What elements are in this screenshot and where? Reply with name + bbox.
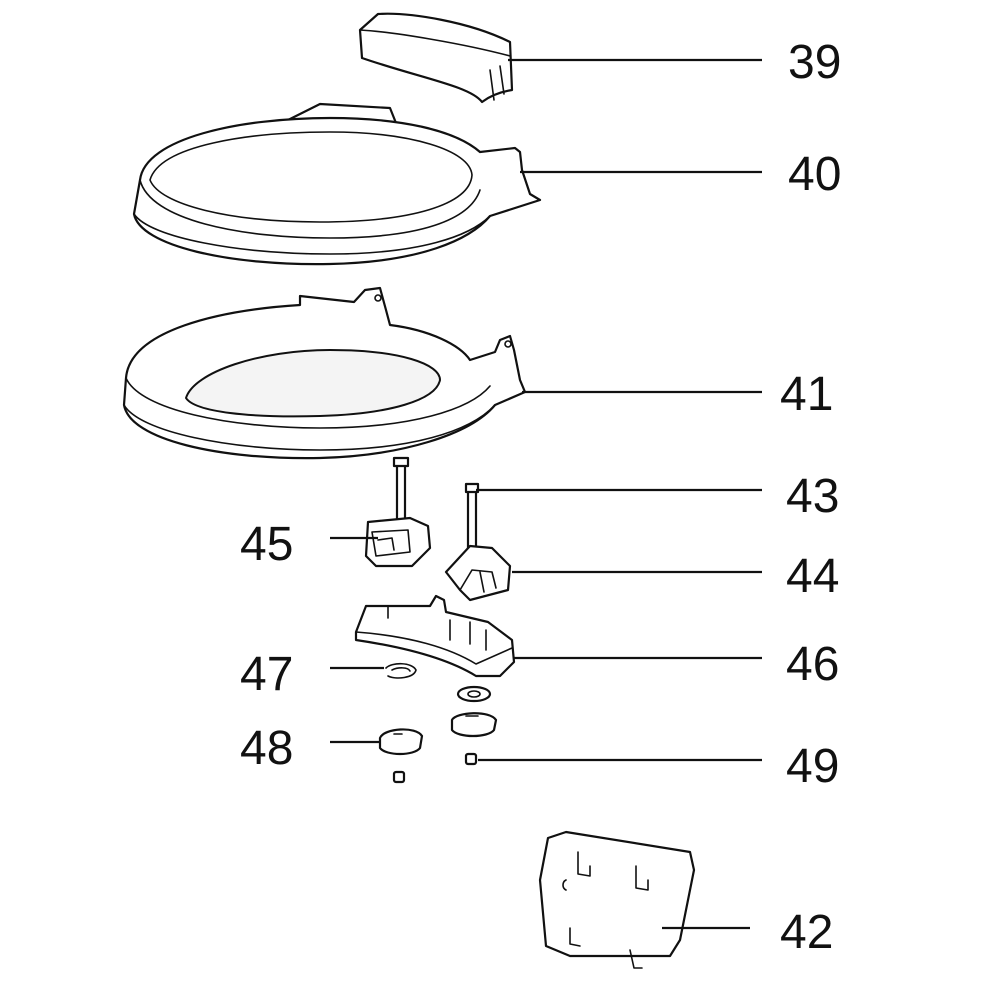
callout-43: 43 (786, 470, 839, 523)
callout-48: 48 (240, 722, 293, 775)
callout-41: 41 (780, 368, 833, 421)
callout-40: 40 (788, 148, 841, 201)
callout-49: 49 (786, 740, 839, 793)
callout-47: 47 (240, 648, 293, 701)
part-45-hinge-block (364, 456, 432, 568)
callout-42: 42 (780, 906, 833, 959)
part-48-cap-left (378, 728, 424, 756)
callout-46: 46 (786, 638, 839, 691)
callout-39: 39 (788, 36, 841, 89)
part-42-cover-plate (538, 830, 696, 969)
part-43-pin (464, 482, 480, 552)
part-46-hinge-base (354, 594, 516, 678)
part-47-clip-ring (385, 662, 417, 679)
part-40-lid (132, 102, 542, 266)
part-cap-right (450, 712, 498, 738)
part-39-hinge-cover (358, 12, 514, 104)
washer (456, 685, 492, 703)
part-41-seat-ring (122, 286, 527, 460)
callout-45: 45 (240, 518, 293, 571)
part-44-hinge-block (444, 544, 512, 602)
callout-44: 44 (786, 550, 839, 603)
part-49-nut (392, 752, 478, 784)
